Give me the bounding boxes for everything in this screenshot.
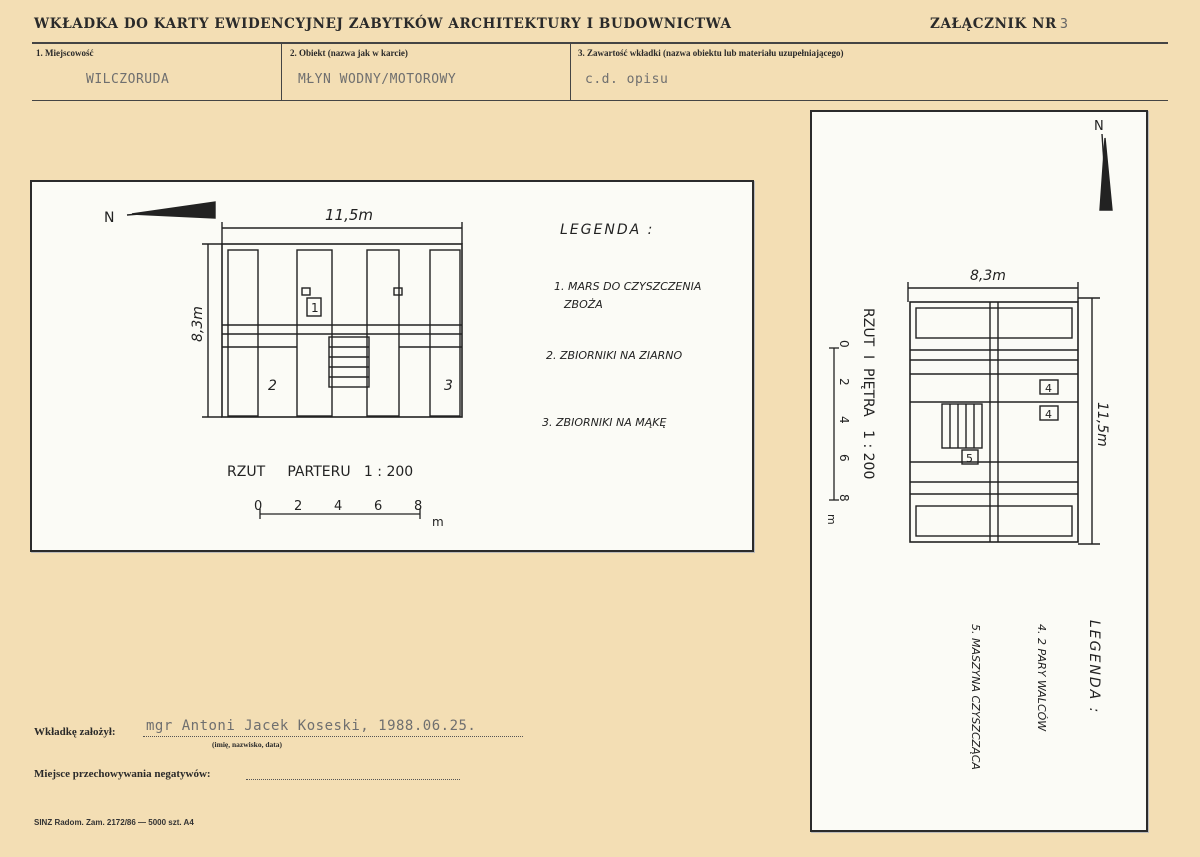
ground-floor-outline <box>221 243 463 418</box>
first-scale-tick-6: 6 <box>837 454 851 462</box>
room-label-2: 2 <box>268 378 277 394</box>
ground-scale-tick-4: 4 <box>334 499 342 514</box>
ground-floor-drawing: 11,5m 8,3m N 1 2 3 0 2 4 6 8 m RZUT PART… <box>104 201 701 529</box>
content-value: c.d. opisu <box>585 72 669 87</box>
ground-scale-tick-0: 0 <box>254 499 262 514</box>
founder-underline <box>143 736 523 737</box>
cleaning-machine <box>306 297 322 317</box>
content-label: 3. Zawartość wkładki (nazwa obiektu lub … <box>578 48 844 58</box>
ground-scale-unit: m <box>432 515 444 529</box>
first-north-label: N <box>1094 119 1104 134</box>
ground-width-dim: 11,5m <box>325 206 373 224</box>
object-value: MŁYN WODNY/MOTOROWY <box>298 72 457 87</box>
room-label-1: 1 <box>311 301 319 315</box>
room-label-4a: 4 <box>1045 382 1052 395</box>
ground-depth-dim: 8,3m <box>190 306 206 342</box>
ground-legend-1-line1: 1. MARS DO CZYSZCZENIA <box>554 280 701 293</box>
header-rule-top <box>32 42 1168 44</box>
first-floor-outline <box>909 301 1079 543</box>
north-arrow-head <box>131 201 216 219</box>
print-info: SINZ Radom. Zam. 2172/86 — 5000 szt. A4 <box>34 818 194 827</box>
first-length-dim: 11,5m <box>1094 402 1110 447</box>
founder-label: Wkładkę założył: <box>34 726 116 738</box>
founder-value: mgr Antoni Jacek Koseski, 1988.06.25. <box>146 718 477 734</box>
annex-number: 3 <box>1059 16 1069 32</box>
first-scale-tick-8: 8 <box>837 494 851 502</box>
first-legend-5: 5. MASZYNA CZYSZCZĄCA <box>969 624 982 770</box>
form-title: WKŁADKA DO KARTY EWIDENCYJNEJ ZABYTKÓW A… <box>34 16 732 32</box>
ground-floor-sheet: 11,5m 8,3m N 1 2 3 0 2 4 6 8 m RZUT PART… <box>30 180 754 552</box>
field-divider-2 <box>570 43 571 100</box>
ground-floor-title: RZUT PARTERU 1 : 200 <box>227 464 413 480</box>
annex-label-text: ZAŁĄCZNIK NR <box>930 16 1057 32</box>
first-floor-drawing: N 8,3m 11,5m 4 4 5 RZUT I PIĘTRA 1 : 200… <box>825 119 1113 770</box>
first-scale-unit: m <box>825 514 838 525</box>
first-floor-sheet: N 8,3m 11,5m 4 4 5 RZUT I PIĘTRA 1 : 200… <box>810 110 1148 832</box>
first-legend-title: LEGENDA : <box>1086 620 1102 714</box>
roller-box-1 <box>1039 379 1059 395</box>
ground-legend-1-line2: ZBOŻA <box>563 298 603 311</box>
ground-legend-2: 2. ZBIORNIKI NA ZIARNO <box>546 349 682 362</box>
first-north-arrow-head <box>1099 137 1113 211</box>
ground-north-label: N <box>104 210 114 226</box>
room-label-4b: 4 <box>1045 408 1052 421</box>
locality-label: 1. Miejscowość <box>36 48 94 58</box>
roller-box-2 <box>1039 405 1059 421</box>
cleaner-box <box>961 449 979 465</box>
header-rule-bottom <box>32 100 1168 101</box>
first-stairs <box>941 403 983 449</box>
founder-hint: (imię, nazwisko, data) <box>212 740 282 749</box>
ground-legend-title: LEGENDA : <box>560 222 654 238</box>
first-scale-tick-0: 0 <box>837 340 851 348</box>
negatives-label: Miejsce przechowywania negatywów: <box>34 768 211 780</box>
first-scale-tick-4: 4 <box>837 416 851 424</box>
first-legend-4: 4. 2 PARY WALCÓW <box>1035 624 1048 732</box>
stairs <box>328 336 370 388</box>
ground-scale-tick-2: 2 <box>294 499 302 514</box>
object-label: 2. Obiekt (nazwa jak w karcie) <box>290 48 408 58</box>
locality-value: WILCZORUDA <box>86 72 170 87</box>
first-floor-title: RZUT I PIĘTRA 1 : 200 <box>860 308 876 479</box>
room-label-3: 3 <box>444 378 453 394</box>
first-scale-tick-2: 2 <box>837 378 851 386</box>
ground-scale-tick-6: 6 <box>374 499 382 514</box>
field-divider-1 <box>281 43 282 100</box>
ground-scale-tick-8: 8 <box>414 499 422 514</box>
negatives-underline <box>246 779 460 780</box>
ground-legend-3: 3. ZBIORNIKI NA MĄKĘ <box>542 416 667 429</box>
room-label-5: 5 <box>966 452 973 465</box>
first-width-dim: 8,3m <box>970 268 1006 284</box>
